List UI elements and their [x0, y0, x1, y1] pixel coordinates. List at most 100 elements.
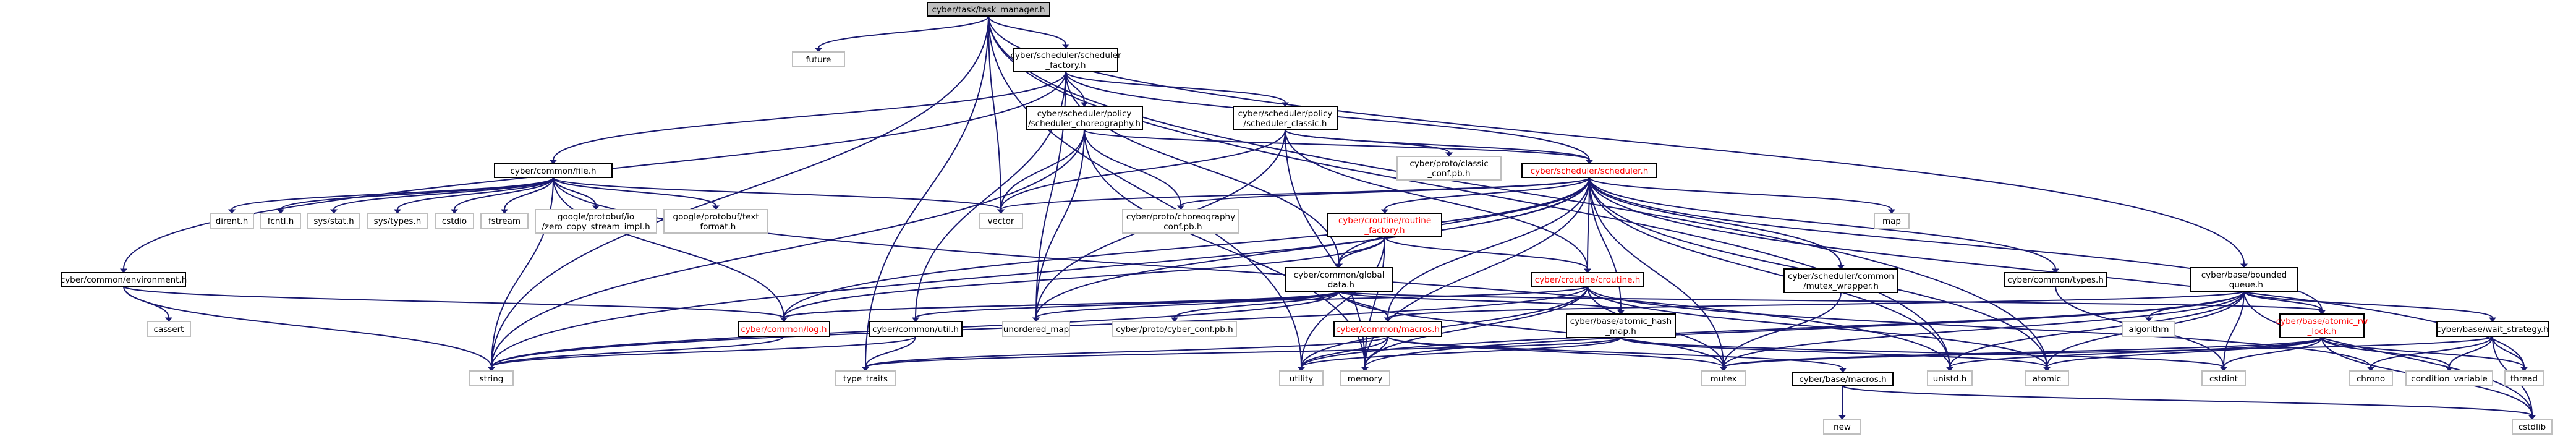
- edge-root-to-unistd: [988, 15, 1950, 368]
- edge-file_h-to-string: [491, 177, 554, 368]
- node-label: _conf.pb.h: [1427, 169, 1470, 179]
- node-box: [1701, 370, 1746, 386]
- node-croutine[interactable]: cyber/croutine/croutine.h: [1531, 272, 1644, 287]
- node-sched-factory[interactable]: cyber/scheduler/scheduler_factory.h: [1010, 48, 1121, 72]
- node-label: mutex: [1710, 374, 1736, 384]
- arrowhead-base_macros-to-cstdlib: [2528, 415, 2536, 420]
- node-policy-choreo[interactable]: cyber/scheduler/policy/scheduler_choreog…: [1026, 106, 1143, 130]
- node-label: _map.h: [1605, 326, 1636, 336]
- node-label: cyber/base/bounded: [2201, 270, 2287, 280]
- node-zero-copy: google/protobuf/io/zero_copy_stream_impl…: [535, 209, 657, 234]
- node-box: [260, 213, 301, 229]
- node-proto-cyber: cyber/proto/cyber_conf.pb.h: [1112, 321, 1237, 337]
- node-label: fcntl.h: [268, 216, 294, 226]
- node-routine-factory[interactable]: cyber/croutine/routine_factory.h: [1327, 213, 1442, 237]
- edge-bounded_queue-to-cstdint: [2223, 291, 2245, 368]
- node-box: [535, 209, 657, 234]
- arrowhead-file_h-to-cstdio: [450, 209, 459, 214]
- node-box: [480, 213, 529, 229]
- node-base-macros[interactable]: cyber/base/macros.h: [1792, 372, 1894, 386]
- node-macros-common[interactable]: cyber/common/macros.h: [1333, 321, 1442, 337]
- arrowhead-sched_factory-to-file_h: [549, 160, 558, 164]
- node-atomic-hash-map[interactable]: cyber/base/atomic_hash_map.h: [1566, 313, 1676, 338]
- node-atomic-rw-lock[interactable]: cyber/base/atomic_rw_lock.h: [2276, 313, 2368, 338]
- arrowhead-file_h-to-fstream: [500, 209, 509, 214]
- edge-policy_choreo-to-proto_choreo: [1084, 129, 1181, 206]
- edge-policy_choreo-to-scheduler: [1084, 129, 1590, 161]
- node-fcntl: fcntl.h: [260, 213, 301, 229]
- node-proto-classic: cyber/proto/classic_conf.pb.h: [1396, 156, 1502, 181]
- edge-log_h-to-string: [491, 336, 784, 368]
- node-map: map: [1874, 213, 1910, 229]
- node-label: atomic: [2033, 374, 2061, 384]
- edge-wait_strategy-to-condition_variable: [2449, 336, 2493, 368]
- node-label: _factory.h: [1045, 61, 1086, 70]
- edge-file_h-to-fcntl: [280, 177, 554, 210]
- node-label: _queue.h: [2224, 280, 2263, 290]
- node-label: cyber/croutine/routine: [1338, 216, 1431, 226]
- node-label: cyber/scheduler/policy: [1037, 109, 1132, 119]
- node-box: [1531, 272, 1644, 287]
- node-scheduler[interactable]: cyber/scheduler/scheduler.h: [1521, 163, 1657, 178]
- edge-atomic_rw_lock-to-cstdint: [2223, 337, 2323, 368]
- edge-scheduler-to-types_h: [1589, 177, 2056, 270]
- node-box: [1285, 267, 1393, 292]
- arrowhead-global_data-to-util_h: [911, 317, 920, 322]
- node-environment[interactable]: cyber/common/environment.h: [61, 272, 187, 287]
- node-label: cyber/common/util.h: [872, 325, 959, 334]
- node-label: new: [1834, 422, 1851, 432]
- node-box: [663, 209, 768, 234]
- node-util-h[interactable]: cyber/common/util.h: [869, 321, 963, 337]
- node-box: [1521, 163, 1657, 178]
- node-file-h[interactable]: cyber/common/file.h: [494, 163, 613, 178]
- node-label: cyber/base/atomic_hash: [1570, 317, 1672, 326]
- edge-bounded_queue-to-wait_strategy: [2243, 291, 2493, 318]
- node-label: map: [1882, 216, 1901, 226]
- arrowhead-file_h-to-zero_copy: [592, 205, 600, 210]
- arrowhead-root-to-sched_factory: [1061, 44, 1070, 49]
- node-label: cyber/proto/choreography: [1126, 212, 1235, 222]
- node-label: vector: [988, 216, 1014, 226]
- node-mutex-wrapper[interactable]: cyber/scheduler/common/mutex_wrapper.h: [1783, 268, 1898, 293]
- node-box: [61, 272, 186, 287]
- node-proto-choreo: cyber/proto/choreography_conf.pb.h: [1122, 209, 1239, 234]
- arrowhead-bounded_queue-to-wait_strategy: [2488, 317, 2497, 322]
- node-label: cyber/common/global: [1294, 270, 1385, 280]
- node-label: cstdlib: [2519, 422, 2546, 432]
- node-cstdint: cstdint: [2201, 370, 2246, 386]
- arrowhead-atomic_hash_map-to-type_traits: [861, 367, 870, 372]
- node-wait-strategy[interactable]: cyber/base/wait_strategy.h: [2436, 321, 2549, 337]
- node-log-h[interactable]: cyber/common/log.h: [738, 321, 830, 337]
- arrowhead-wait_strategy-to-chrono: [2366, 367, 2375, 372]
- node-root[interactable]: cyber/task/task_manager.h: [927, 2, 1050, 17]
- edge-root-to-vector: [988, 15, 1001, 210]
- node-label: cyber/scheduler/scheduler: [1010, 51, 1121, 61]
- node-box: [367, 213, 428, 229]
- arrowhead-sched_factory-to-policy_choreo: [1080, 102, 1089, 107]
- node-policy-classic[interactable]: cyber/scheduler/policy/scheduler_classic…: [1233, 106, 1338, 130]
- node-label: cyber/proto/cyber_conf.pb.h: [1116, 325, 1233, 334]
- node-types-h[interactable]: cyber/common/types.h: [2004, 272, 2107, 287]
- node-global-data[interactable]: cyber/common/global_data.h: [1285, 267, 1393, 292]
- node-label: /mutex_wrapper.h: [1803, 281, 1879, 291]
- arrowhead-scheduler-to-map: [1887, 209, 1896, 214]
- edges-layer: [119, 15, 2536, 420]
- node-label: future: [806, 55, 831, 65]
- node-box: [1396, 156, 1502, 181]
- node-label: sys/stat.h: [313, 216, 354, 226]
- arrowhead-file_h-to-text_format: [712, 205, 720, 210]
- node-bounded-queue[interactable]: cyber/base/bounded_queue.h: [2190, 267, 2298, 292]
- node-label: _lock.h: [2307, 326, 2337, 336]
- edge-policy_classic-to-vector: [1000, 129, 1286, 210]
- edge-croutine-to-chrono: [1587, 286, 2371, 368]
- arrowhead-global_data-to-proto_cyber: [1170, 317, 1179, 322]
- node-box: [2349, 370, 2393, 386]
- node-box: [2512, 419, 2553, 435]
- node-label: _data.h: [1323, 280, 1354, 290]
- node-box: [1333, 321, 1442, 337]
- node-label: cyber/common/environment.h: [61, 275, 187, 285]
- edge-routine_factory-to-memory: [1364, 236, 1385, 368]
- node-box: [210, 213, 254, 229]
- edge-environment-to-string: [123, 286, 492, 368]
- nodes-layer: cyber/task/task_manager.h cyber/scheduler…: [61, 2, 2553, 435]
